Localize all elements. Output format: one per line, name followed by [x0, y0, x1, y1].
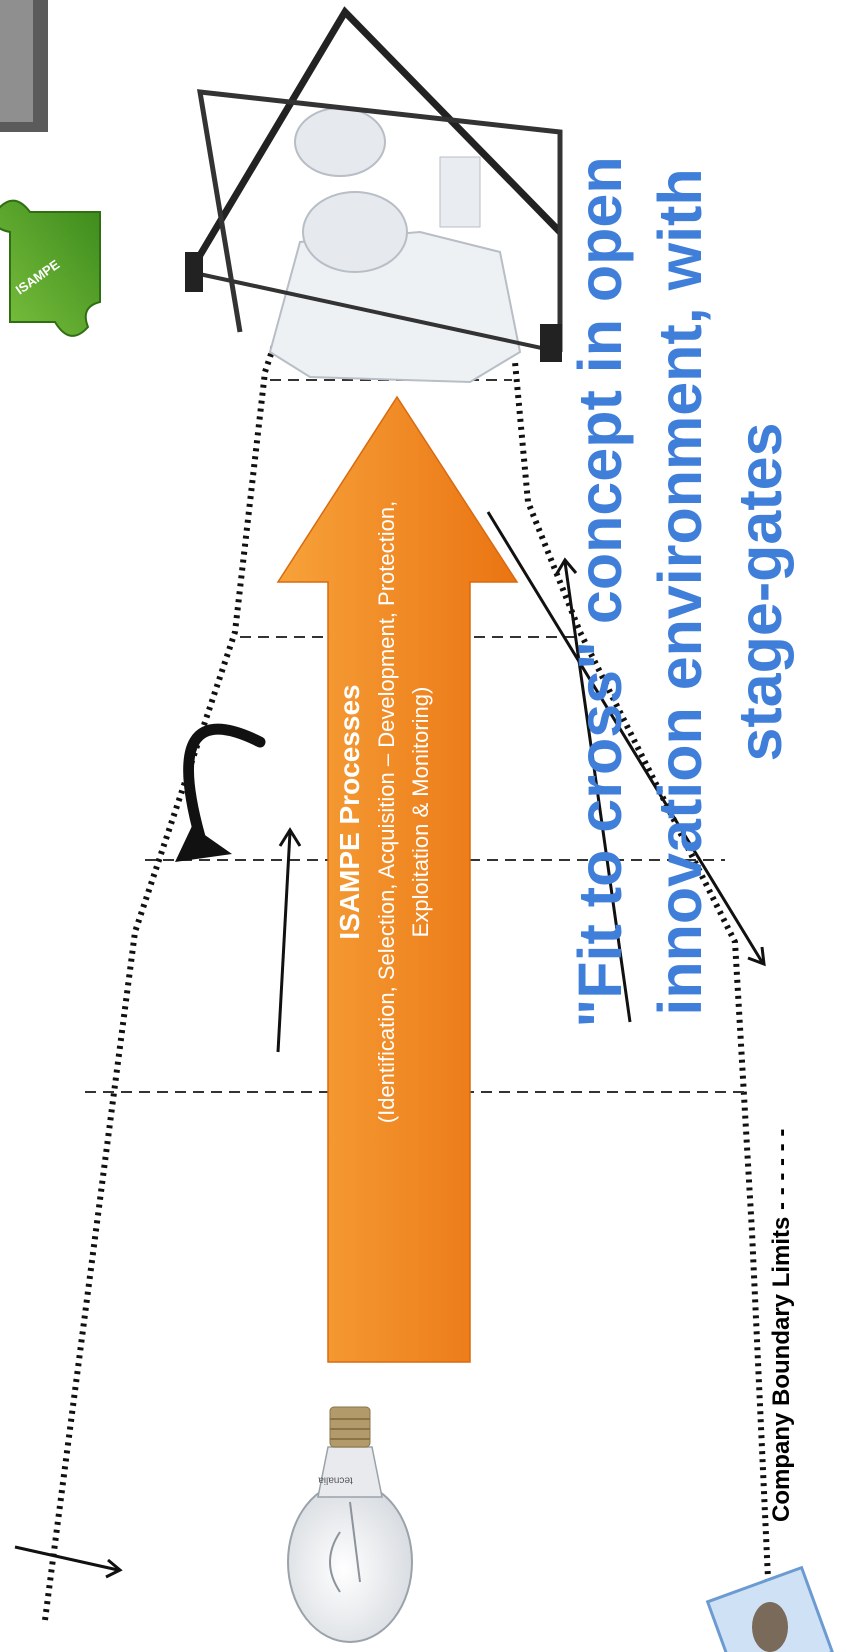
light-bulb-icon [287, 1406, 413, 1643]
bulb-logo-text: tecnalia [318, 1474, 353, 1486]
process-arrow-text: ISAMPE Processes (Identification, Select… [330, 492, 438, 1132]
puzzle-icon [0, 199, 101, 337]
legend-label: Company Boundary Limits [768, 1216, 795, 1522]
curved-arrow-icon [175, 723, 266, 862]
robot-icon [185, 6, 563, 384]
process-arrow-title: ISAMPE Processes [334, 684, 365, 940]
legend-dash-icon: - - - - - - [768, 1128, 795, 1210]
upper-boundary-line [42, 341, 278, 1621]
diagram-title: "Fit to cross" concept in open innovatio… [566, 156, 794, 1028]
small-arrow-middle [276, 827, 302, 1053]
elephant-icon [705, 1565, 835, 1652]
small-arrow-left [14, 1545, 123, 1579]
monitor-icon [0, 0, 48, 132]
process-arrow-subtitle: (Identification, Selection, Acquisition … [374, 500, 433, 1124]
crossing-arrow-2 [486, 511, 766, 967]
process-arrow [276, 395, 519, 1363]
crossing-arrow-1 [554, 557, 632, 1023]
company-boundary-legend: Company Boundary Limits - - - - - - [768, 1129, 796, 1522]
